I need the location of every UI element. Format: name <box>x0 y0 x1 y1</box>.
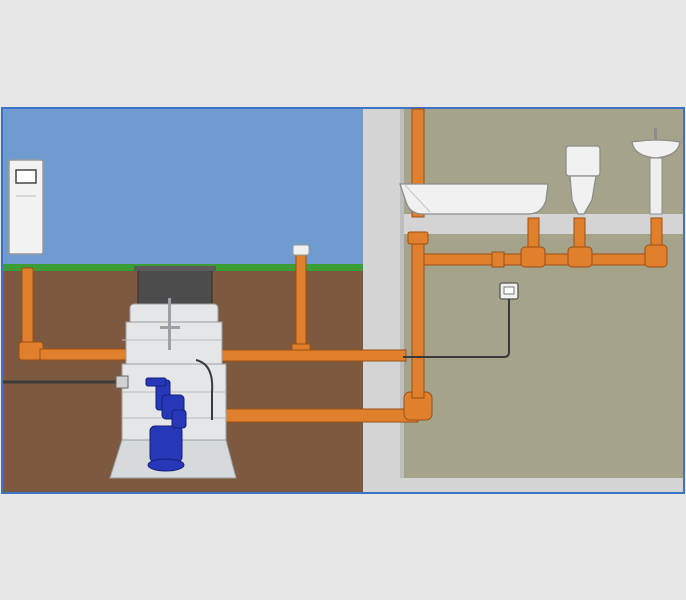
inlet-pipe-left <box>18 267 131 361</box>
sink-icon <box>631 128 681 215</box>
control-cable <box>403 299 510 358</box>
float-cable <box>195 359 214 420</box>
toilet-icon <box>565 145 601 215</box>
cable-gland <box>115 375 129 389</box>
pump-icon <box>145 377 187 472</box>
building-wall-outer <box>363 109 403 492</box>
sky <box>3 109 363 267</box>
basement-floor <box>363 478 683 492</box>
control-box-icon <box>8 159 44 255</box>
drain-collector <box>423 217 668 268</box>
control-box-icon <box>499 282 519 300</box>
bathtub-icon <box>399 183 549 215</box>
inlet-pipe-right <box>207 349 407 362</box>
upper-floor-slab <box>363 214 683 234</box>
wall-shadow <box>400 109 404 478</box>
